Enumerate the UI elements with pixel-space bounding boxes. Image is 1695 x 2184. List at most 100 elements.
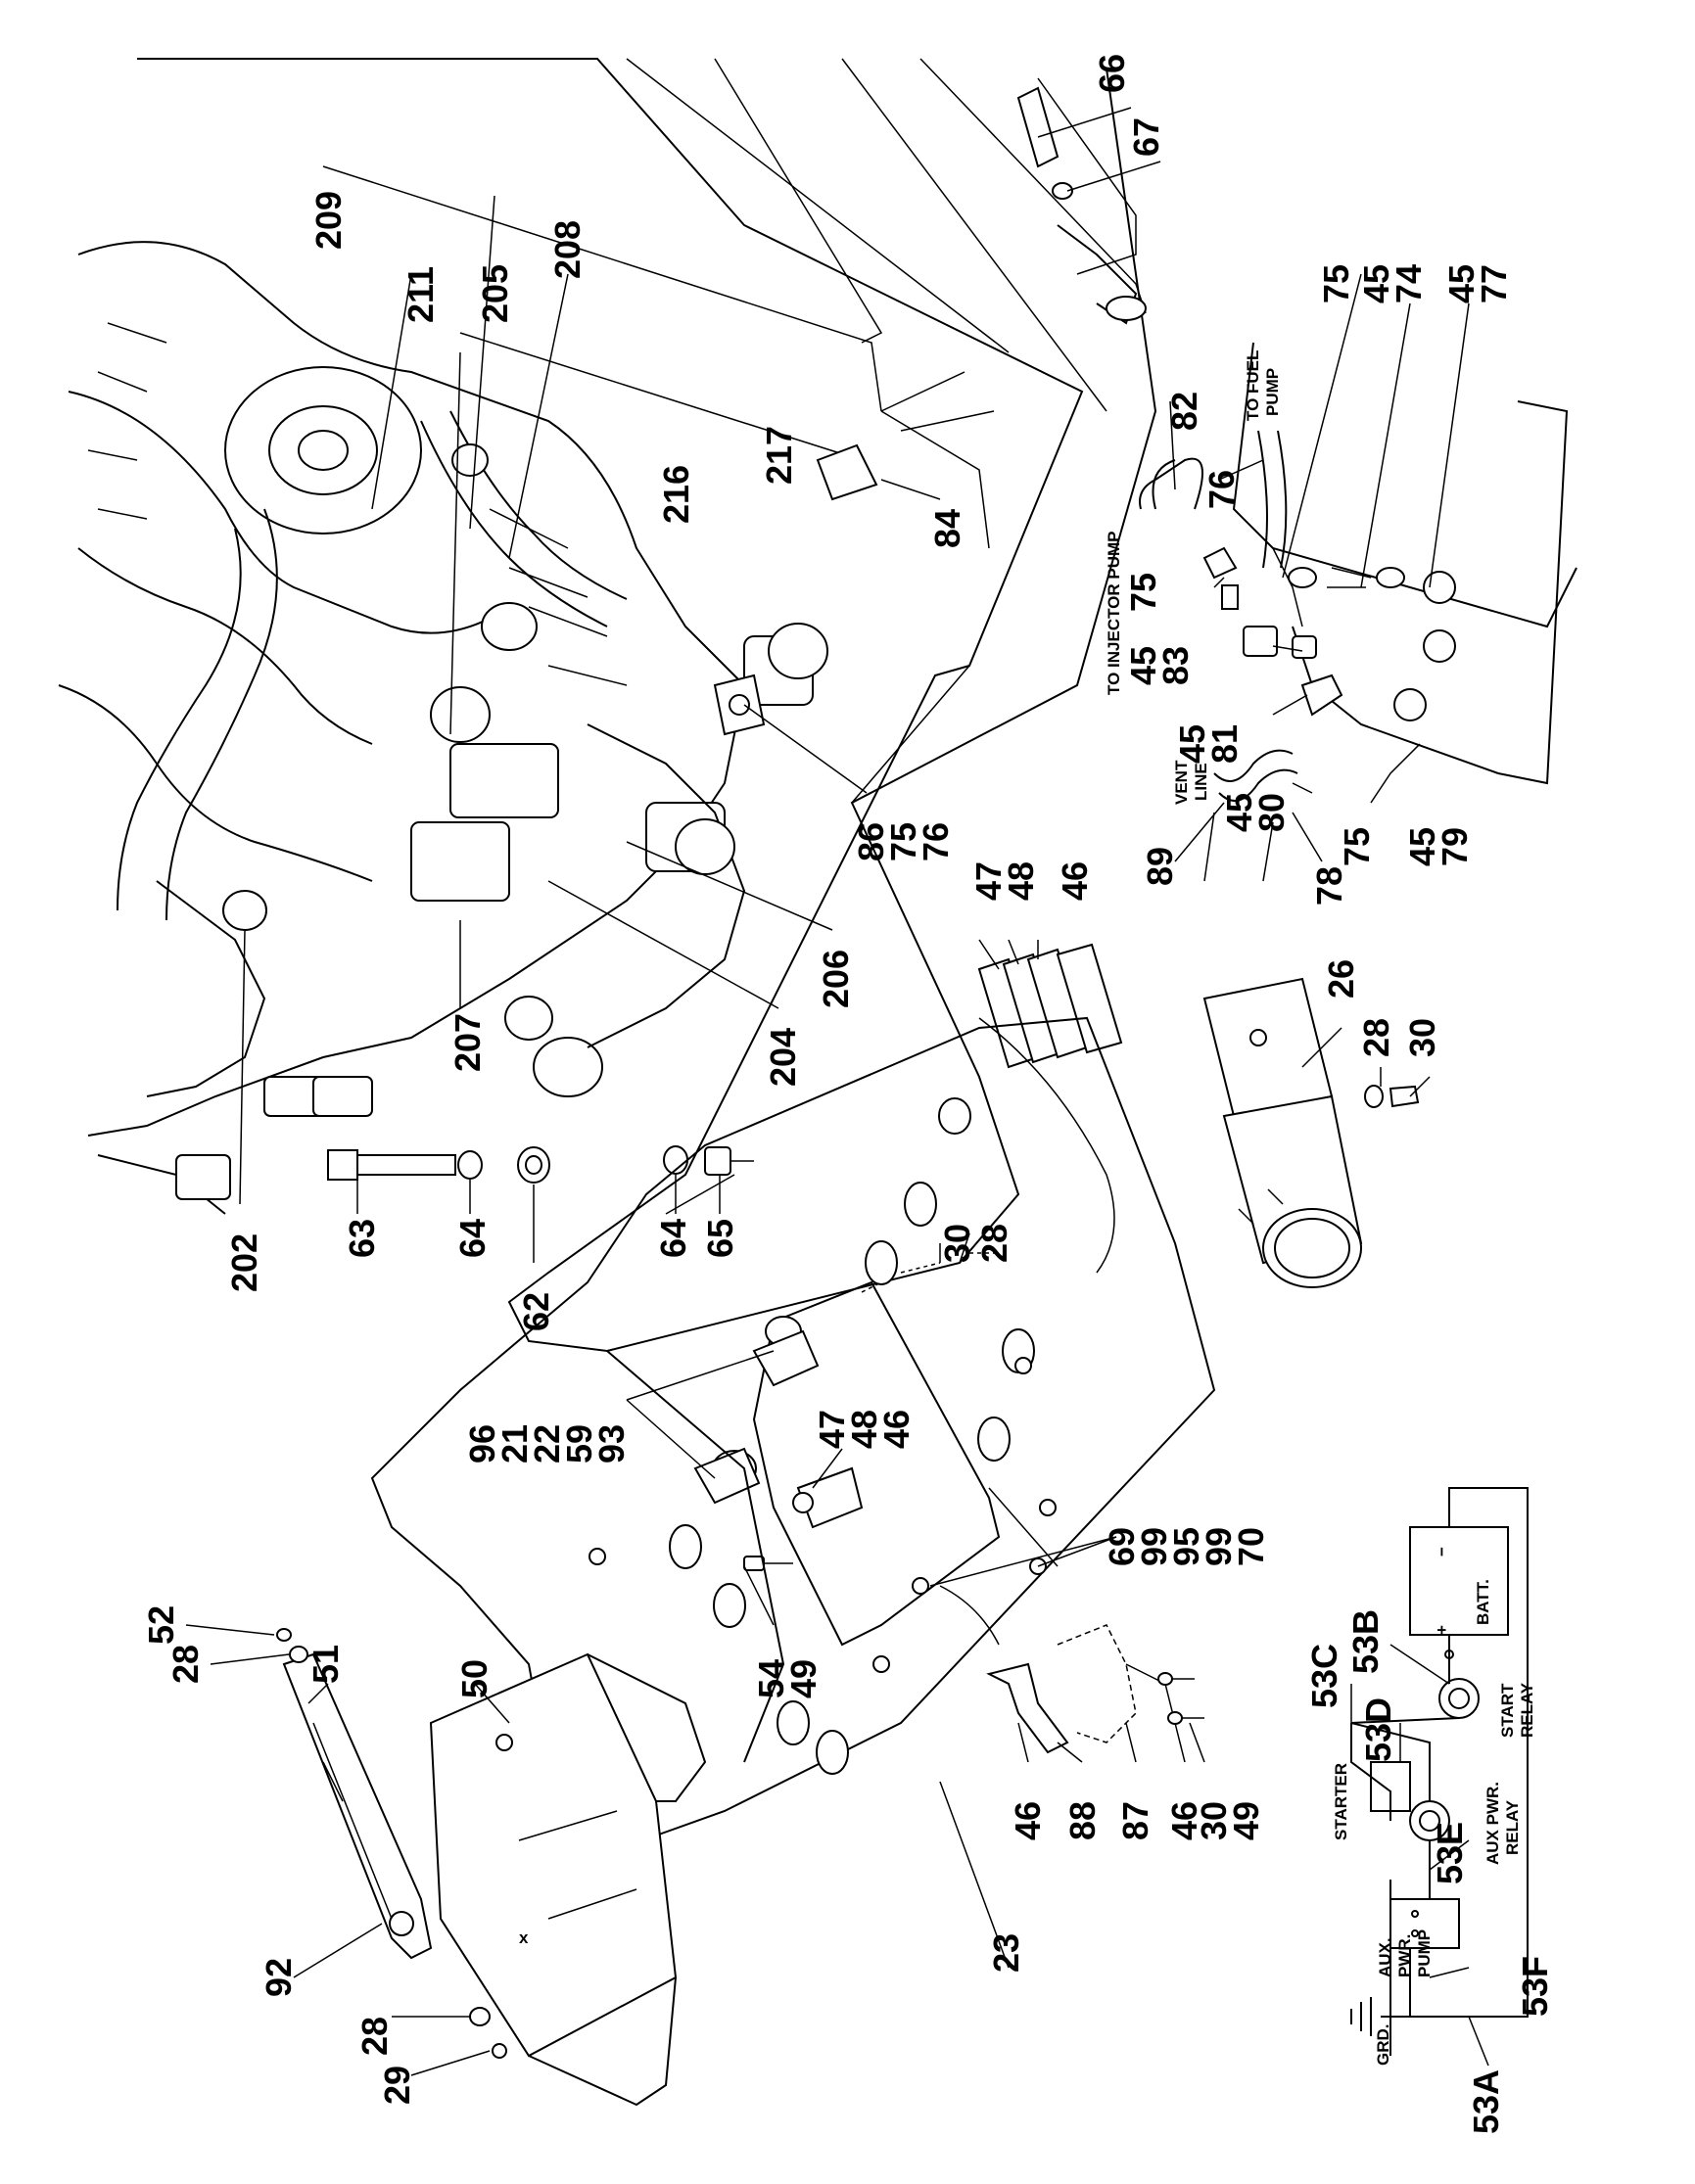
callout-29: 29 [377, 2066, 417, 2105]
note-to-fuel-pump-line2: PUMP [1263, 368, 1282, 416]
callout-62: 62 [516, 1292, 556, 1331]
callout-47: 47 [812, 1410, 852, 1449]
callout-64: 64 [653, 1219, 693, 1258]
callout-46: 46 [1008, 1801, 1048, 1840]
battery-label: BATT. [1474, 1579, 1492, 1625]
callout-76: 76 [916, 822, 956, 861]
callout-205: 205 [475, 264, 515, 323]
callout-76: 76 [1201, 470, 1242, 509]
engine-tray-outline [137, 58, 1157, 1353]
note-vent-line-1: VENT [1172, 760, 1191, 805]
callout-45: 45 [1123, 646, 1163, 685]
blanking-plate [816, 443, 878, 501]
callout-23: 23 [986, 1933, 1026, 1973]
callout-53A: 53A [1466, 2069, 1506, 2134]
callout-46: 46 [1164, 1801, 1204, 1840]
callout-77: 77 [1474, 264, 1514, 303]
callout-99: 99 [1134, 1527, 1174, 1566]
callout-45: 45 [1356, 264, 1396, 303]
gauge-assembly [1202, 977, 1420, 1288]
callout-46: 46 [876, 1410, 917, 1449]
aux-pump-label-2: PWR. [1395, 1934, 1414, 1977]
callout-88: 88 [1062, 1801, 1103, 1840]
callout-53D: 53D [1358, 1697, 1398, 1762]
callout-86: 86 [851, 822, 891, 861]
gasket-stack [977, 939, 1123, 1274]
battery-mark: x [519, 1928, 529, 1947]
callout-22: 22 [527, 1424, 567, 1464]
line-notes: TO INJECTOR PUMP TO FUEL PUMP VENT LINE [1105, 350, 1282, 805]
callout-74: 74 [1389, 264, 1429, 303]
callout-93: 93 [591, 1424, 632, 1464]
callout-28: 28 [974, 1224, 1014, 1263]
callout-46: 46 [1055, 861, 1095, 901]
callout-75: 75 [1337, 827, 1377, 866]
callout-49: 49 [783, 1659, 824, 1698]
battery-minus: − [1433, 1547, 1451, 1557]
fuel-fittings [1139, 342, 1577, 882]
callout-80: 80 [1251, 793, 1292, 832]
engine-relays [675, 623, 828, 875]
callout-67: 67 [1126, 117, 1166, 157]
callout-21: 21 [494, 1424, 535, 1464]
mount-hardware [327, 1145, 754, 1184]
callout-labels: 202 63 64 62 64 65 207 204 206 86 75 76 … [141, 54, 1555, 2134]
leader-lines [185, 107, 1489, 2076]
callout-65: 65 [700, 1219, 740, 1258]
callout-51: 51 [306, 1645, 346, 1684]
note-vent-line-2: LINE [1192, 763, 1210, 801]
callout-83: 83 [1155, 646, 1196, 685]
callout-53C: 53C [1304, 1644, 1344, 1708]
callout-69: 69 [1102, 1527, 1142, 1566]
aux-relay-label-2: RELAY [1503, 1799, 1522, 1855]
mount-bracket [986, 1624, 1204, 1754]
callout-53E: 53E [1430, 1822, 1470, 1884]
callout-26: 26 [1321, 959, 1361, 999]
note-to-injector-pump: TO INJECTOR PUMP [1105, 531, 1123, 695]
wiring-schematic [1350, 1487, 1529, 2056]
engine-assembly [58, 241, 814, 1215]
callout-216: 216 [656, 465, 696, 524]
callout-30: 30 [1194, 1801, 1234, 1840]
callout-96: 96 [462, 1424, 502, 1464]
schematic-labels: BATT. + − START RELAY AUX PWR. RELAY STA… [1332, 1547, 1536, 2066]
callout-79: 79 [1435, 827, 1475, 866]
callout-48: 48 [1001, 861, 1041, 901]
callout-78: 78 [1309, 866, 1349, 906]
hold-down-bar [276, 1628, 507, 2059]
callout-217: 217 [759, 426, 799, 485]
callout-204: 204 [763, 1028, 803, 1087]
callout-54: 54 [751, 1659, 791, 1698]
control-panel [370, 1016, 1216, 1862]
battery-symbol [1409, 1526, 1509, 1636]
callout-28: 28 [165, 1645, 206, 1684]
callout-211: 211 [400, 266, 441, 323]
callout-30: 30 [937, 1224, 977, 1263]
callout-202: 202 [224, 1233, 264, 1292]
callout-70: 70 [1231, 1527, 1271, 1566]
starter-label: STARTER [1332, 1763, 1350, 1840]
callout-28: 28 [354, 2017, 395, 2056]
callout-75: 75 [1123, 573, 1163, 612]
callout-84: 84 [927, 509, 967, 548]
callout-209: 209 [308, 191, 349, 250]
callout-45: 45 [1219, 793, 1259, 832]
callout-92: 92 [259, 1958, 299, 1997]
battery-plus: + [1433, 1625, 1451, 1635]
aux-relay-label-1: AUX PWR. [1483, 1782, 1502, 1865]
battery-box: x [429, 1350, 785, 2107]
note-to-fuel-pump-line1: TO FUEL [1244, 350, 1262, 421]
callout-48: 48 [844, 1410, 884, 1449]
callout-45: 45 [1172, 724, 1212, 764]
line-art: x [58, 58, 1577, 2107]
callout-28: 28 [1356, 1018, 1396, 1057]
bracket-hardware [1016, 86, 1147, 325]
aux-pump-label-3: PUMP [1415, 1929, 1434, 1977]
callout-82: 82 [1164, 392, 1204, 431]
callout-207: 207 [447, 1013, 488, 1072]
callout-45: 45 [1441, 264, 1482, 303]
callout-64: 64 [452, 1219, 493, 1258]
start-relay-label-1: START [1498, 1683, 1517, 1738]
callout-208: 208 [547, 220, 588, 279]
callout-75: 75 [1316, 264, 1356, 303]
